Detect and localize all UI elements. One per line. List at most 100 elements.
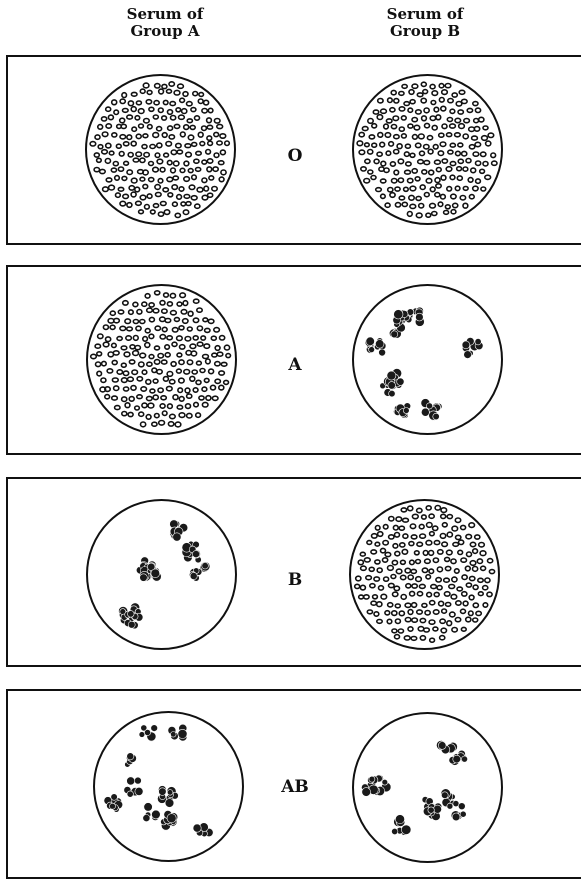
cell	[421, 82, 426, 86]
cell	[400, 543, 405, 547]
cell	[391, 125, 396, 129]
cell	[372, 143, 377, 147]
cell	[133, 351, 139, 356]
cell	[153, 167, 159, 172]
cell	[405, 618, 411, 622]
cell	[422, 116, 427, 121]
cell	[405, 170, 411, 174]
cell	[141, 387, 147, 391]
cell	[398, 178, 403, 182]
cell	[143, 83, 149, 88]
cell	[122, 176, 127, 180]
cell	[367, 541, 372, 545]
cell	[378, 99, 383, 103]
agglutination-clump	[161, 810, 178, 830]
cell	[427, 592, 432, 596]
cell	[394, 135, 399, 139]
cell	[401, 575, 406, 579]
cell	[414, 125, 420, 130]
cell	[117, 337, 122, 341]
cell	[112, 100, 117, 105]
cell	[179, 187, 184, 191]
cell	[486, 141, 491, 146]
cell	[367, 610, 372, 614]
cell	[175, 213, 180, 217]
cell	[377, 602, 382, 607]
cell	[179, 378, 184, 383]
cell	[463, 134, 468, 139]
cell	[194, 159, 199, 163]
cell	[483, 126, 488, 130]
cell	[175, 422, 181, 427]
cell	[170, 414, 176, 418]
cell	[113, 351, 119, 355]
cell	[435, 160, 441, 164]
cell	[415, 177, 420, 181]
cell	[106, 143, 111, 148]
cell	[169, 135, 174, 139]
cell	[220, 150, 225, 155]
cell	[197, 342, 203, 346]
cell	[403, 518, 409, 522]
cell	[369, 567, 374, 571]
cell	[422, 568, 427, 572]
cell	[123, 194, 129, 198]
cell	[388, 98, 393, 103]
cell	[432, 91, 438, 96]
cell	[410, 591, 415, 596]
cell	[198, 99, 203, 103]
cell	[428, 149, 433, 154]
cell	[433, 558, 438, 562]
cell	[170, 380, 175, 384]
agglutination-clump	[170, 520, 188, 541]
cell	[447, 532, 452, 537]
cell	[452, 93, 457, 97]
cell	[452, 526, 458, 531]
cell	[406, 584, 411, 588]
cell	[158, 108, 163, 112]
cell	[168, 404, 173, 409]
cell	[137, 395, 142, 399]
cell	[426, 575, 431, 579]
cell	[108, 115, 113, 120]
cell	[169, 82, 174, 86]
cell	[206, 396, 211, 401]
cell	[380, 142, 385, 147]
cell	[444, 211, 449, 215]
cell	[470, 542, 475, 546]
cell	[178, 388, 183, 393]
cell	[149, 317, 154, 321]
cell	[128, 153, 133, 157]
cell	[164, 293, 169, 297]
cell	[184, 370, 190, 375]
cell	[200, 369, 205, 373]
cell	[404, 636, 410, 640]
cell	[466, 159, 471, 163]
cell	[215, 362, 220, 366]
cell	[106, 178, 112, 182]
cell	[420, 185, 425, 190]
cell	[178, 84, 184, 88]
column-header-serum-b: Serum of Group B	[345, 6, 505, 40]
cell	[119, 152, 124, 157]
cell	[450, 612, 455, 617]
cell	[442, 90, 448, 95]
cell	[465, 566, 470, 571]
cell	[148, 125, 153, 129]
cell	[202, 126, 207, 130]
cell	[140, 89, 145, 93]
cell	[167, 302, 172, 306]
cell	[131, 178, 137, 183]
cell	[213, 167, 218, 171]
plate-pattern	[354, 286, 501, 433]
cell	[430, 601, 435, 605]
cell	[192, 143, 197, 147]
column-header-serum-a-line1: Serum of	[85, 6, 245, 23]
cell	[179, 413, 185, 418]
cell	[445, 557, 450, 561]
cell	[201, 336, 206, 340]
cell	[404, 152, 409, 156]
cell	[127, 170, 132, 175]
cell	[447, 118, 452, 122]
cell	[187, 119, 192, 123]
